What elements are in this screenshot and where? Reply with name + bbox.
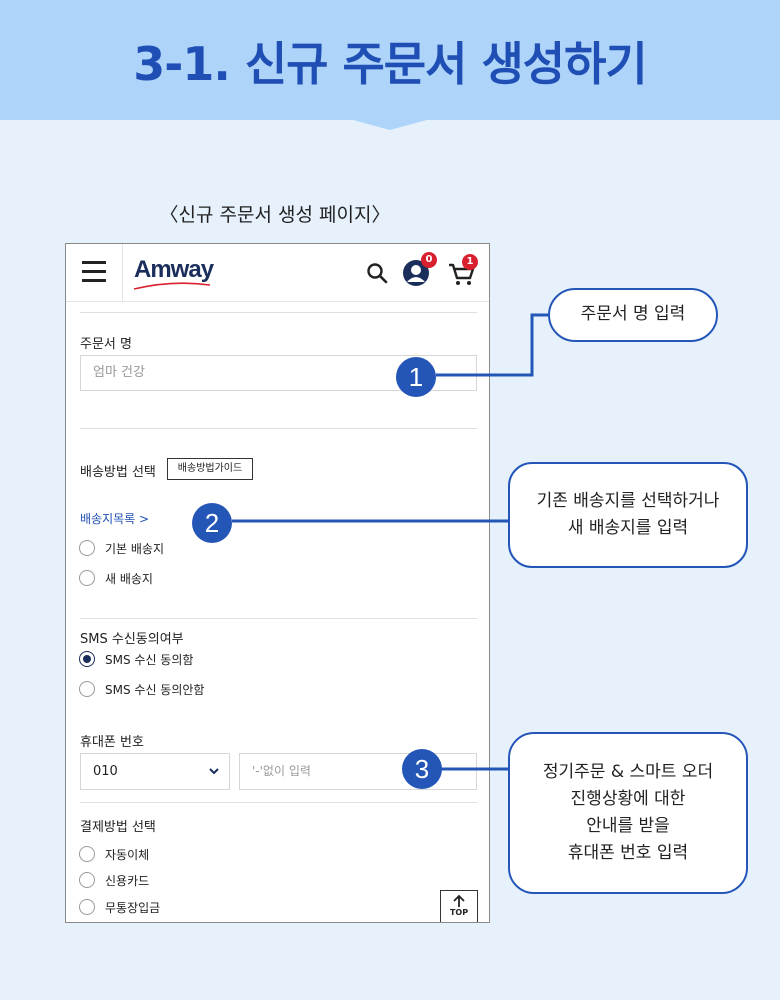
radio-label: 새 배송지 xyxy=(105,572,153,586)
arrow-up-icon xyxy=(453,894,465,907)
radio-button[interactable] xyxy=(79,681,95,697)
order-name-label: 주문서 명 xyxy=(80,337,132,352)
radio-label: SMS 수신 동의함 xyxy=(105,653,194,667)
shipping-guide-button[interactable]: 배송방법가이드 xyxy=(167,458,253,480)
callout-text: 기존 배송지를 선택하거나 새 배송지를 입력 xyxy=(536,490,720,538)
cart-badge: 1 xyxy=(462,254,478,270)
page-title: 3-1. 신규 주문서 생성하기 xyxy=(133,37,648,91)
chevron-down-icon xyxy=(209,768,219,775)
radio-label: SMS 수신 동의안함 xyxy=(105,683,205,697)
radio-button[interactable] xyxy=(79,872,95,888)
radio-button[interactable] xyxy=(79,899,95,915)
radio-button[interactable] xyxy=(79,540,95,556)
radio-label: 신용카드 xyxy=(105,874,150,888)
divider xyxy=(80,428,477,429)
phone-prefix-value: 010 xyxy=(93,764,118,779)
phone-number-placeholder: '-'없이 입력 xyxy=(252,764,311,778)
payment-method-label: 결제방법 선택 xyxy=(80,820,156,835)
sms-consent-label: SMS 수신동의여부 xyxy=(80,632,184,647)
divider xyxy=(80,802,477,803)
radio-label: 무통장입금 xyxy=(105,901,161,915)
callout-shipping: 기존 배송지를 선택하거나 새 배송지를 입력 xyxy=(508,462,748,568)
radio-button[interactable] xyxy=(79,570,95,586)
radio-label: 기본 배송지 xyxy=(105,542,165,556)
radio-button-selected[interactable] xyxy=(79,651,95,667)
callout-phone: 정기주문 & 스마트 오더 진행상황에 대한 안내를 받을 휴대폰 번호 입력 xyxy=(508,732,748,894)
phone-prefix-select[interactable]: 010 xyxy=(80,753,230,790)
menu-icon[interactable] xyxy=(82,261,106,283)
divider xyxy=(80,312,477,313)
callout-order-name: 주문서 명 입력 xyxy=(548,288,718,342)
account-badge: 0 xyxy=(421,252,437,268)
step-marker-1: 1 xyxy=(396,357,436,397)
search-icon[interactable] xyxy=(366,262,388,284)
radio-label: 자동이체 xyxy=(105,848,150,862)
callout-text: 정기주문 & 스마트 오더 진행상황에 대한 안내를 받을 휴대폰 번호 입력 xyxy=(542,761,714,864)
amway-logo[interactable]: Amway xyxy=(134,256,214,283)
phone-number-label: 휴대폰 번호 xyxy=(80,735,144,750)
banner-notch xyxy=(346,118,434,130)
mobile-screen: Amway 0 1 주문서 명 엄마 건강 배송방법 선택 배송방법가이드 배송… xyxy=(65,243,490,923)
app-topbar: Amway 0 1 xyxy=(66,244,489,302)
step-marker-2: 2 xyxy=(192,503,232,543)
step-marker-3: 3 xyxy=(402,749,442,789)
address-list-link[interactable]: 배송지목록 > xyxy=(80,512,150,526)
callout-text: 주문서 명 입력 xyxy=(580,304,686,325)
scroll-top-label: TOP xyxy=(449,908,469,917)
order-name-placeholder: 엄마 건강 xyxy=(93,365,145,380)
logo-swoosh-icon xyxy=(133,282,211,290)
radio-button[interactable] xyxy=(79,846,95,862)
shipping-method-label: 배송방법 선택 xyxy=(80,465,156,480)
screenshot-caption: 〈신규 주문서 생성 페이지〉 xyxy=(159,204,391,226)
scroll-top-button[interactable]: TOP xyxy=(440,890,478,922)
divider xyxy=(80,618,477,619)
topbar-divider xyxy=(122,244,123,302)
header-banner xyxy=(0,0,780,120)
